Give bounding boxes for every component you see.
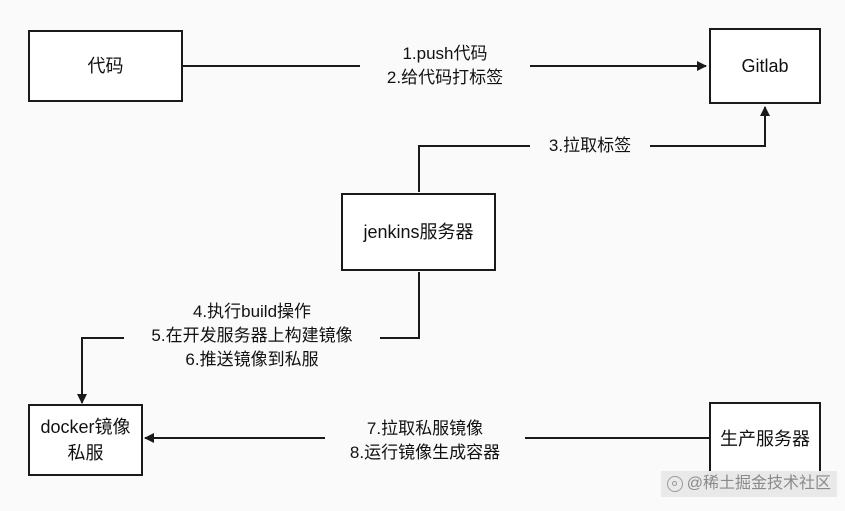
node-docker-registry: docker镜像私服 [28, 404, 143, 476]
node-jenkins: jenkins服务器 [341, 193, 496, 271]
node-docker-registry-label: docker镜像私服 [40, 417, 131, 463]
edge-label-line: 3.拉取标签 [548, 136, 632, 155]
edge-label-line: 6.推送镜像到私服 [185, 350, 319, 369]
edge-label-production-to-docker: 7.拉取私服镜像 8.运行镜像生成容器 [325, 417, 525, 465]
edge-label-line: 5.在开发服务器上构建镜像 [151, 326, 353, 345]
juejin-logo-icon [666, 476, 683, 492]
edge-label-line: 2.给代码打标签 [386, 68, 504, 87]
edge-label-line: 1.push代码 [402, 44, 488, 63]
node-code-label: 代码 [87, 56, 124, 76]
node-production: 生产服务器 [709, 402, 821, 476]
edge-label-line: 7.拉取私服镜像 [366, 419, 484, 438]
watermark-text: @稀土掘金技术社区 [686, 475, 831, 492]
node-gitlab: Gitlab [709, 28, 821, 104]
node-jenkins-label: jenkins服务器 [363, 222, 474, 242]
edge-label-jenkins-to-gitlab: 3.拉取标签 [530, 134, 650, 158]
edge-label-line: 4.执行build操作 [192, 302, 312, 321]
watermark: @稀土掘金技术社区 [660, 471, 837, 497]
node-production-label: 生产服务器 [720, 429, 810, 449]
node-gitlab-label: Gitlab [741, 56, 789, 76]
node-code: 代码 [28, 30, 183, 102]
edge-label-code-to-gitlab: 1.push代码 2.给代码打标签 [360, 42, 530, 90]
edge-label-jenkins-to-docker: 4.执行build操作 5.在开发服务器上构建镜像 6.推送镜像到私服 [124, 300, 380, 372]
edge-label-line: 8.运行镜像生成容器 [349, 443, 501, 462]
